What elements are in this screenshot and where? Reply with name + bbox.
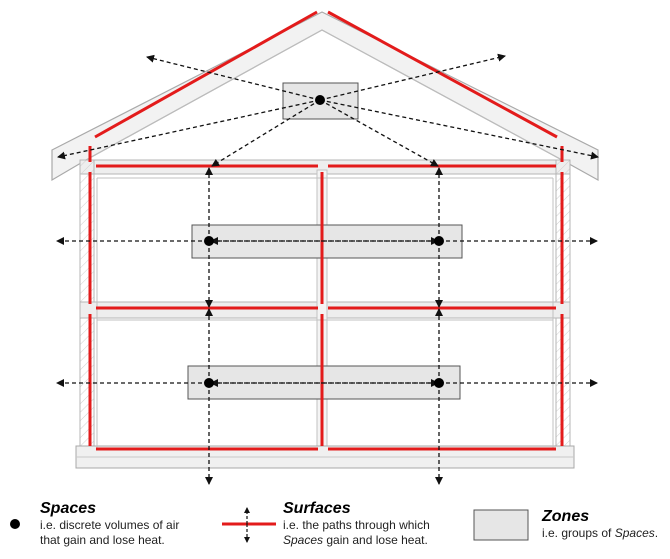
- heat-flow-arrows: [56, 53, 599, 485]
- surface-roof-left: [94, 10, 318, 139]
- legend-zone-swatch: [473, 509, 529, 541]
- space-lower-right: [434, 378, 444, 388]
- legend-zones-desc-suffix: .: [654, 526, 659, 540]
- spaces: [204, 95, 444, 388]
- legend-surfaces-title: Surfaces: [283, 500, 351, 517]
- space-upper-left: [204, 236, 214, 246]
- legend-zones-desc-prefix: i.e. groups of: [542, 526, 615, 540]
- surface-roof-right: [327, 10, 558, 139]
- space-lower-left: [204, 378, 214, 388]
- legend-space-dot-icon: [10, 519, 20, 529]
- surfaces: [88, 10, 564, 451]
- legend-spaces-desc-2: that gain and lose heat.: [40, 533, 165, 547]
- legend-surfaces-desc-1: i.e. the paths through which: [283, 518, 430, 532]
- building-heat-diagram: [51, 10, 599, 485]
- legend-zones: Zones i.e. groups of Spaces.: [542, 508, 658, 541]
- legend-zones-title: Zones: [542, 508, 590, 525]
- legend-surfaces: Surfaces i.e. the paths through which Sp…: [283, 500, 430, 548]
- legend-symbols: [10, 507, 529, 543]
- legend-zones-desc-em: Spaces: [614, 526, 655, 540]
- legend-surfaces-desc-2-rest: gain and lose heat.: [323, 533, 428, 547]
- legend-spaces: Spaces i.e. discrete volumes of air that…: [40, 500, 179, 548]
- legend-spaces-desc-1: i.e. discrete volumes of air: [40, 518, 180, 532]
- space-attic: [315, 95, 325, 105]
- legend-surface-icon: [222, 507, 276, 543]
- legend-surfaces-desc-2-em: Spaces: [283, 533, 324, 547]
- legend-spaces-title: Spaces: [40, 500, 97, 517]
- space-upper-right: [434, 236, 444, 246]
- legend-zones-desc: i.e. groups of Spaces.: [542, 526, 658, 541]
- house-structure: [75, 159, 575, 469]
- legend-surfaces-desc-2: Spaces gain and lose heat.: [283, 533, 430, 548]
